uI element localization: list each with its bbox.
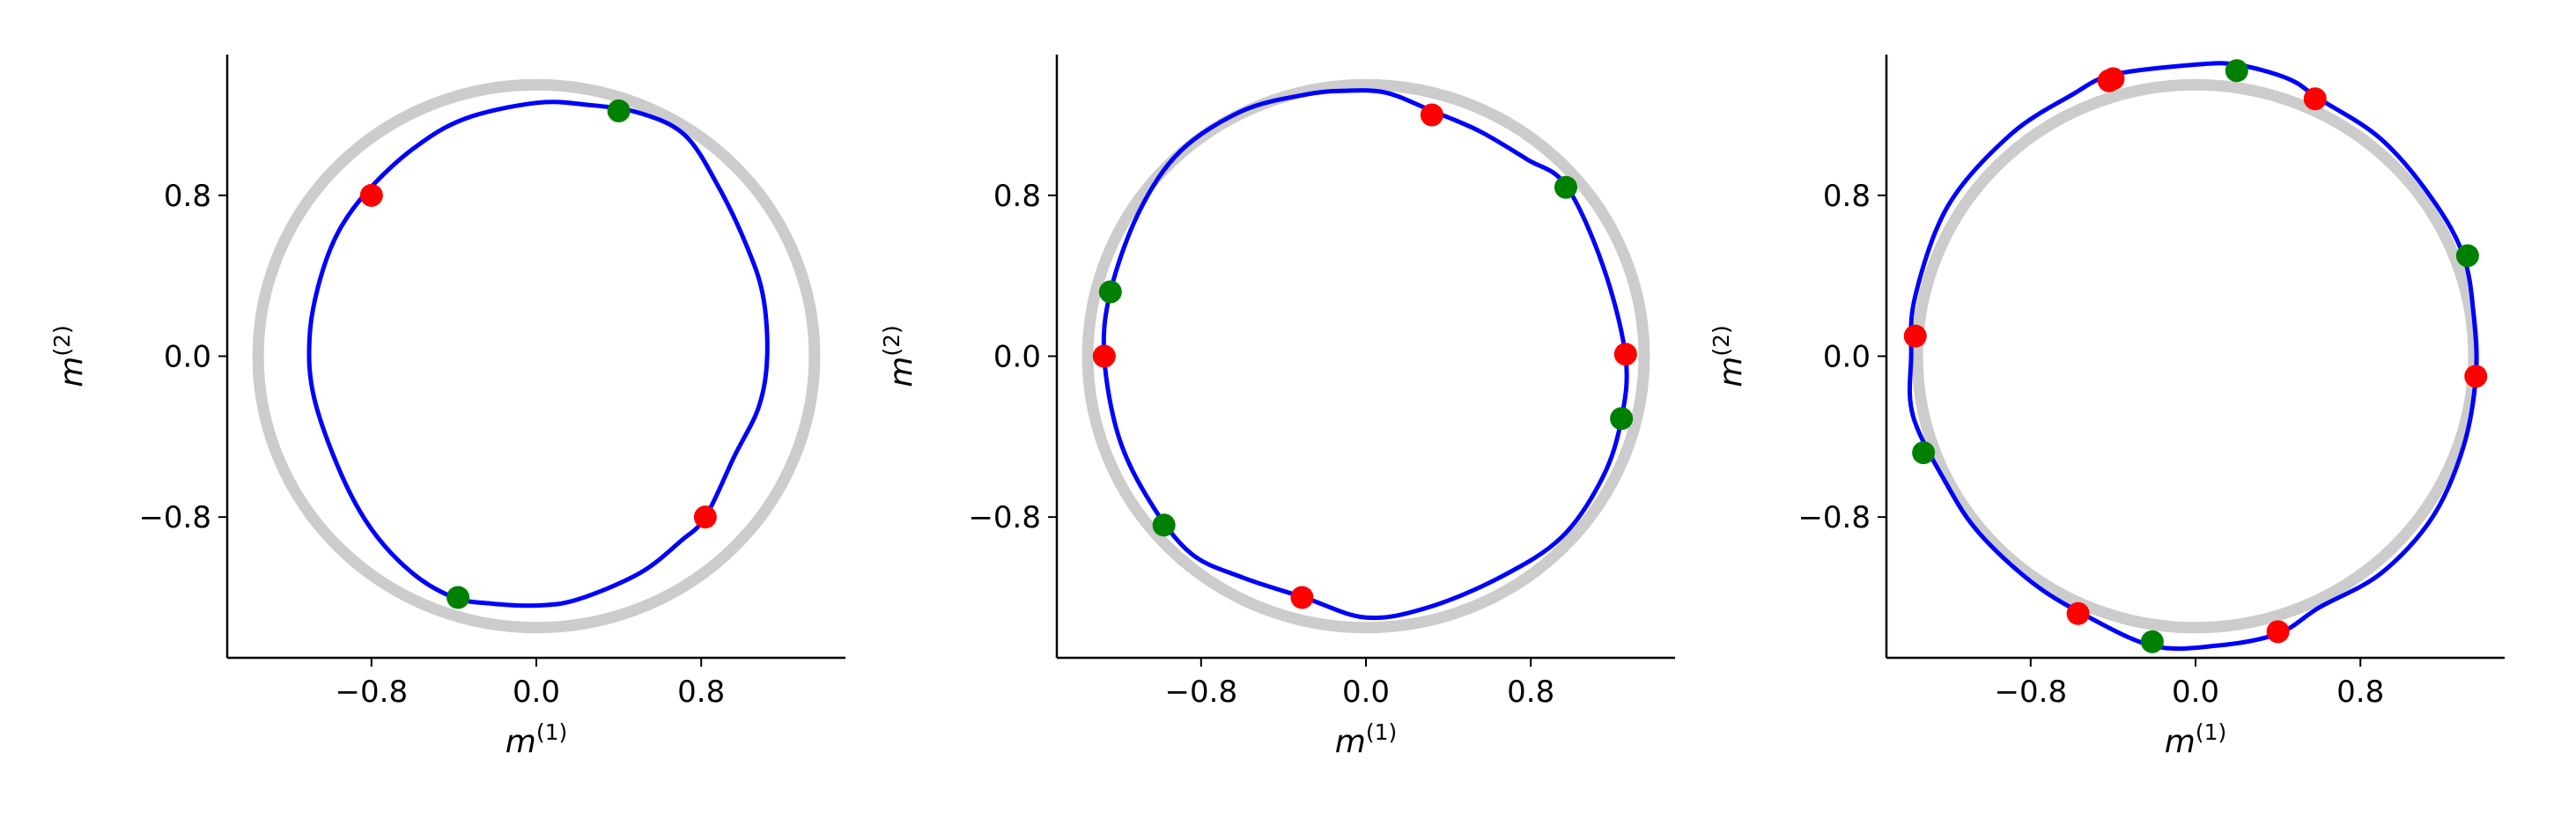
red-marker xyxy=(2097,69,2121,92)
reference-circle xyxy=(252,78,821,634)
red-marker xyxy=(2066,601,2090,625)
y-tick-label: −0.8 xyxy=(1797,500,1871,535)
green-marker xyxy=(2225,59,2248,83)
red-marker xyxy=(1903,324,1927,348)
green-marker xyxy=(2140,630,2164,653)
green-marker xyxy=(1152,513,1176,537)
x-axis-label: m(1) xyxy=(1335,719,1398,760)
y-tick-label: 0.0 xyxy=(164,340,211,375)
green-marker xyxy=(2455,244,2479,268)
y-tick-label: −0.8 xyxy=(968,500,1041,535)
y-axis-label-superscript: (2) xyxy=(49,325,75,356)
red-marker xyxy=(1613,343,1637,366)
x-tick-label: 0.8 xyxy=(1507,675,1554,710)
red-marker xyxy=(1092,344,1116,368)
y-tick-label: 0.0 xyxy=(993,340,1041,375)
plot-panel-2: −0.8 0.0 0.8 −0.8 0.0 0.8 m(1) m(2) xyxy=(879,55,1675,760)
red-marker xyxy=(2303,87,2327,111)
x-tick-label: 0.0 xyxy=(513,675,560,710)
y-axis-label: m(2) xyxy=(49,325,90,387)
plot-panel-1: −0.8 0.0 0.8 −0.8 0.0 0.8 m(1) m(2) xyxy=(49,55,845,760)
y-tick-label: 0.8 xyxy=(993,179,1041,214)
y-tick-label: 0.0 xyxy=(1823,340,1871,375)
x-tick-label: 0.8 xyxy=(2336,675,2384,710)
x-axis-label-superscript: (1) xyxy=(536,719,567,745)
y-axis-label: m(2) xyxy=(879,325,919,387)
red-marker xyxy=(359,183,383,207)
red-marker xyxy=(2464,365,2488,388)
trajectory-curve xyxy=(1101,88,1629,621)
green-marker xyxy=(1610,407,1634,431)
green-marker xyxy=(1098,280,1122,304)
y-tick-label: −0.8 xyxy=(138,500,211,535)
red-marker xyxy=(2266,620,2290,644)
green-marker xyxy=(447,586,470,609)
x-tick-label: −0.8 xyxy=(1995,675,2068,710)
red-marker xyxy=(693,505,717,529)
x-axis-label-superscript: (1) xyxy=(1366,719,1397,745)
x-axis-label-superscript: (1) xyxy=(2196,719,2226,745)
red-marker xyxy=(1290,586,1314,609)
trajectory-curve xyxy=(1907,61,2479,652)
x-tick-label: −0.8 xyxy=(1165,675,1238,710)
reference-circle xyxy=(1081,78,1650,634)
x-tick-label: 0.0 xyxy=(2172,675,2219,710)
green-marker xyxy=(607,99,631,122)
y-axis-label-superscript: (2) xyxy=(879,325,904,356)
y-tick-label: 0.8 xyxy=(164,179,211,214)
red-marker xyxy=(1420,103,1443,127)
plot-panel-3: −0.8 0.0 0.8 −0.8 0.0 0.8 m(1) m(2) xyxy=(1709,55,2505,760)
x-tick-label: −0.8 xyxy=(336,675,409,710)
green-marker xyxy=(1912,441,1936,465)
y-axis-label: m(2) xyxy=(1709,325,1749,387)
green-marker xyxy=(1554,175,1577,199)
reference-circle xyxy=(1911,78,2480,634)
x-tick-label: 0.8 xyxy=(677,675,725,710)
x-tick-label: 0.0 xyxy=(1342,675,1390,710)
y-axis-label-superscript: (2) xyxy=(1709,325,1734,356)
x-axis-label: m(1) xyxy=(2165,719,2227,760)
trajectory-curve xyxy=(306,100,770,608)
x-axis-label: m(1) xyxy=(506,719,568,760)
y-tick-label: 0.8 xyxy=(1823,179,1871,214)
